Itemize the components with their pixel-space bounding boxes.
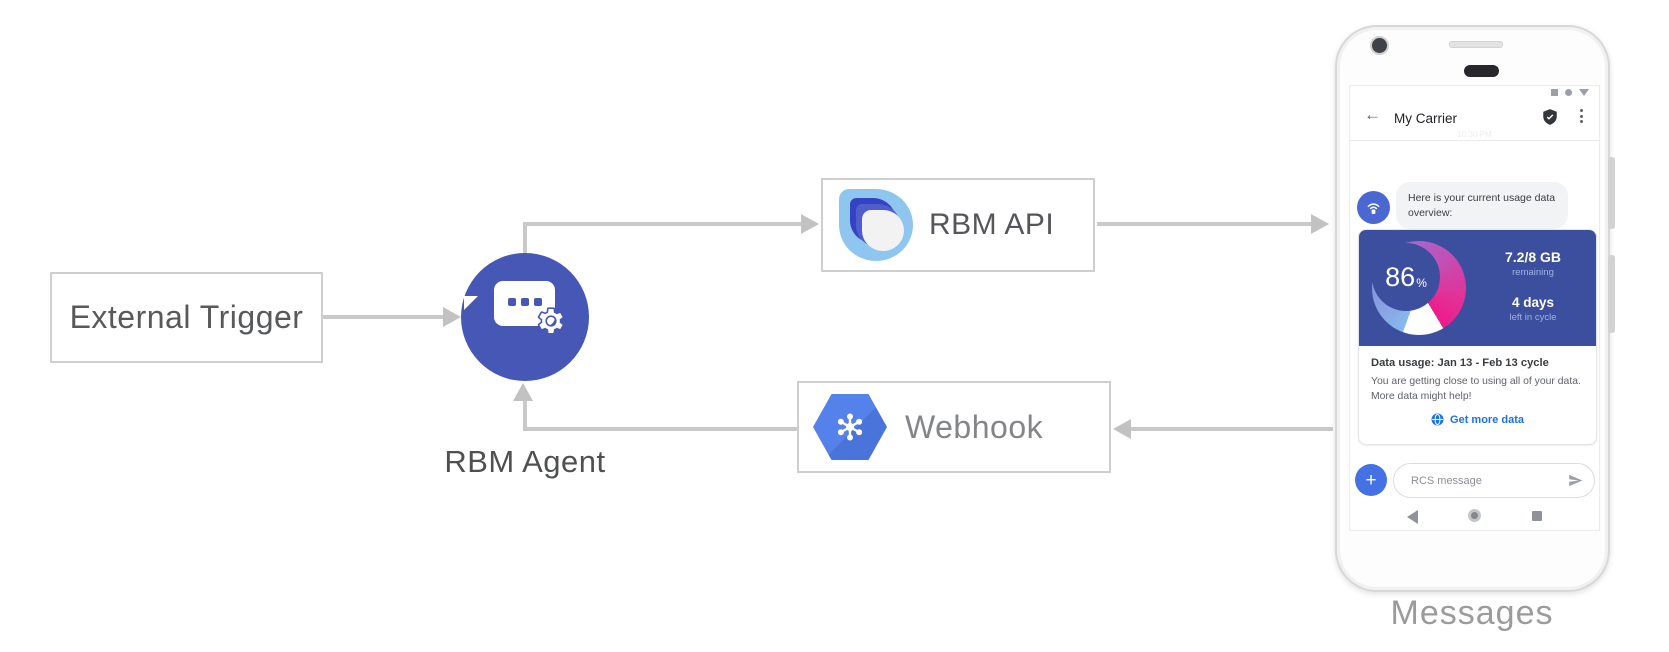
status-square-icon [1551,89,1558,96]
status-triangle-icon [1579,89,1589,96]
phone-mockup: ← My Carrier 10:30 PM [1335,25,1615,592]
globe-icon [1431,413,1444,426]
phone-screen: ← My Carrier 10:30 PM [1349,85,1600,531]
arrow-line-agent-up [523,222,527,256]
chat-message-bubble: Here is your current usage data overview… [1396,182,1568,230]
gauge-percent-sign: % [1416,275,1427,290]
usage-card-title: Data usage: Jan 13 - Feb 13 cycle [1371,357,1549,369]
webhook-box: Webhook [797,381,1111,473]
cycle-value: 4 days [1511,295,1555,310]
nav-back-icon[interactable] [1407,510,1418,524]
nav-recents-icon[interactable] [1532,511,1542,521]
wifi-antenna-icon [1367,203,1380,214]
status-circle-icon [1565,89,1572,96]
rbm-api-label: RBM API [929,208,1055,241]
android-nav-bar [1350,506,1599,528]
cycle-label: left in cycle [1509,312,1557,323]
arrowhead-webhook-to-agent [513,383,533,401]
usage-gauge-center: 86 % [1372,243,1440,311]
messages-caption: Messages [1390,594,1554,632]
overflow-menu-icon[interactable] [1580,109,1583,123]
arrow-line-api-to-phone [1097,222,1311,226]
rbm-api-box: RBM API [821,178,1095,272]
gear-icon [535,305,567,337]
remaining-value: 7.2/8 GB [1504,249,1562,265]
conversation-title: My Carrier [1394,111,1457,126]
verified-shield-icon [1541,108,1559,126]
arrowhead-agent-to-api [801,214,819,234]
speaker-grille [1449,41,1503,48]
usage-card-body: You are getting close to using all of yo… [1371,376,1581,403]
external-trigger-label: External Trigger [69,299,304,335]
data-usage-card: 86 % 7.2/8 GB remaining 4 days left in c… [1358,229,1597,445]
arrow-line-agent-to-api [523,222,801,226]
faint-timestamp: 10:30 PM [1457,130,1492,139]
arrow-line-trigger-to-agent [323,315,443,319]
arrowhead-phone-to-webhook [1113,419,1131,439]
arrowhead-api-to-phone [1311,214,1329,234]
front-camera [1370,36,1389,55]
rbm-api-logo-icon [839,189,913,261]
webhook-label: Webhook [905,408,1044,445]
send-icon[interactable] [1568,473,1583,488]
nav-home-icon[interactable] [1468,509,1481,522]
arrow-line-webhook-to-agent [525,427,797,431]
back-arrow-icon[interactable]: ← [1364,105,1381,124]
arrow-line-phone-to-webhook [1131,427,1333,431]
rbm-agent-label: RBM Agent [444,444,606,479]
agent-avatar [1357,191,1390,224]
usage-card-header: 86 % 7.2/8 GB remaining 4 days left in c… [1359,230,1596,346]
header-divider [1350,140,1599,141]
arrow-line-webhook-up [523,399,527,431]
get-more-data-button[interactable]: Get more data [1371,413,1584,426]
earpiece [1464,65,1499,77]
chat-bubble-tail [464,296,478,310]
arrowhead-trigger-to-agent [443,307,461,327]
rcs-message-input[interactable] [1409,473,1568,488]
chat-bubble-icon [494,281,555,326]
get-more-data-label: Get more data [1450,413,1524,426]
message-input-pill [1393,463,1595,498]
webhook-hexagon-hub-icon [813,394,887,460]
power-button [1608,157,1615,229]
volume-button [1608,255,1615,333]
add-attachment-button[interactable]: + [1355,464,1387,496]
rbm-agent-node [461,253,589,381]
status-bar-icons [1551,89,1589,96]
gauge-percent: 86 [1385,261,1416,292]
chat-dots-icon [494,298,555,306]
remaining-label: remaining [1512,267,1554,278]
external-trigger-box: External Trigger [50,272,323,363]
